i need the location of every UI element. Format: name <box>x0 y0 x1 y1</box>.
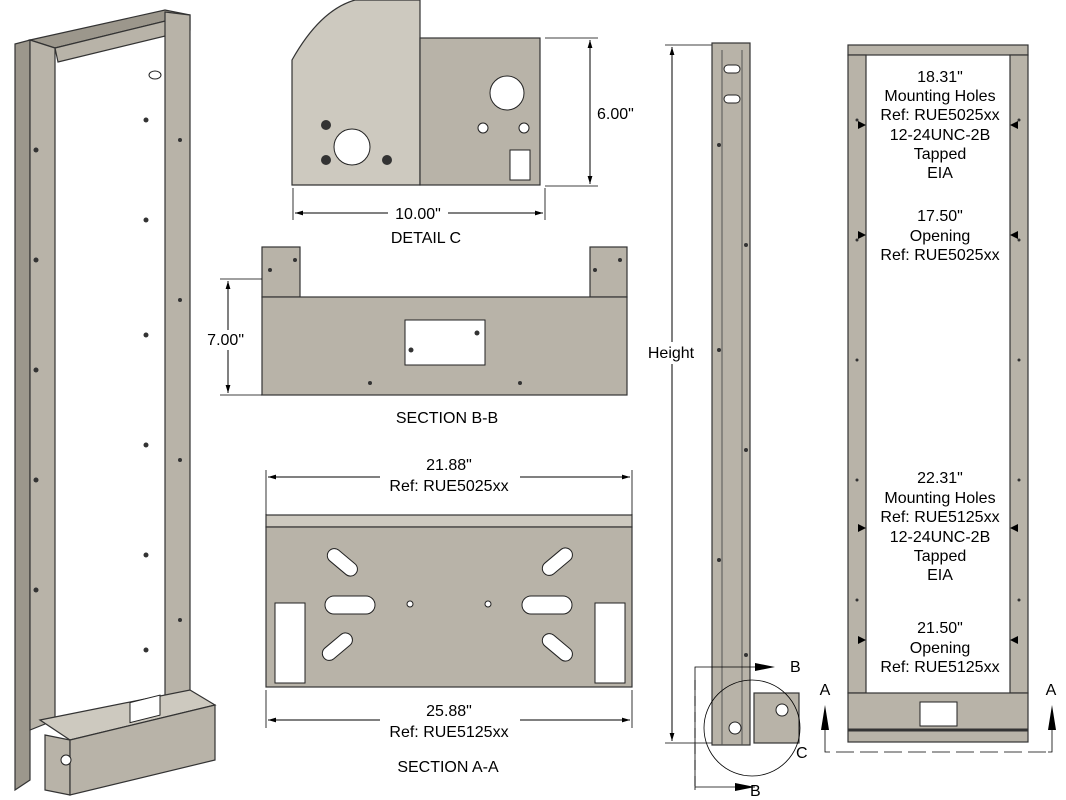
section-bb-view: 7.00" SECTION B-B <box>198 246 628 427</box>
rue5025-opening-note: 17.50" Opening Ref: RUE5025xx <box>880 208 999 264</box>
note-line: 12-24UNC-2B <box>890 529 990 546</box>
side-view: Height B B C <box>644 42 808 800</box>
note-line: 22.31" <box>917 470 963 487</box>
rue5125-opening-note: 21.50" Opening Ref: RUE5125xx <box>880 620 999 676</box>
detail-c-circle <box>703 679 801 777</box>
note-line: EIA <box>927 165 953 182</box>
note-line: Opening <box>910 640 971 657</box>
note-line: 12-24UNC-2B <box>890 127 990 144</box>
detail-c-view: 6.00" 10.00" DETAIL C <box>291 0 640 247</box>
note-line: Opening <box>910 228 971 245</box>
detail-c-height-dim: 6.00" <box>597 106 634 123</box>
note-line: Mounting Holes <box>884 88 995 105</box>
note-line: EIA <box>927 567 953 584</box>
note-line: Mounting Holes <box>884 490 995 507</box>
note-line: 17.50" <box>917 208 963 225</box>
section-bb-title: SECTION B-B <box>396 410 498 427</box>
note-line: Tapped <box>914 548 967 565</box>
height-label: Height <box>648 345 695 362</box>
note-line: Ref: RUE5025xx <box>880 107 999 124</box>
detail-c-width-dim: 10.00" <box>395 206 441 223</box>
note-line: Tapped <box>914 146 967 163</box>
note-line: 18.31" <box>917 69 963 86</box>
note-line: Ref: RUE5125xx <box>880 659 999 676</box>
base-cover-plate <box>129 694 161 724</box>
section-aa-bottom-dim: 25.88" <box>426 703 472 720</box>
isometric-rack-view <box>14 9 217 796</box>
section-aa-top-dim: 21.88" <box>426 457 472 474</box>
detail-c-label: C <box>796 745 808 762</box>
section-a-label-right: A <box>1046 682 1057 699</box>
rue5025-mounting-holes-note: 18.31" Mounting Holes Ref: RUE5025xx 12-… <box>880 69 999 182</box>
section-b-label-top: B <box>790 659 801 676</box>
detail-c-title: DETAIL C <box>391 230 461 247</box>
note-line: Ref: RUE5125xx <box>880 509 999 526</box>
section-aa-view: 21.88" Ref: RUE5025xx 25.88" Ref: RUE512… <box>265 455 633 776</box>
section-aa-title: SECTION A-A <box>397 759 499 776</box>
section-aa-top-ref: Ref: RUE5025xx <box>389 478 508 495</box>
section-aa-bottom-ref: Ref: RUE5125xx <box>389 724 508 741</box>
note-line: 21.50" <box>917 620 963 637</box>
front-view: 18.31" Mounting Holes Ref: RUE5025xx 12-… <box>820 44 1057 753</box>
rue5125-mounting-holes-note: 22.31" Mounting Holes Ref: RUE5125xx 12-… <box>880 470 999 584</box>
note-line: Ref: RUE5025xx <box>880 247 999 264</box>
section-bb-height-dim: 7.00" <box>207 332 244 349</box>
section-a-label-left: A <box>820 682 831 699</box>
section-b-label-bottom: B <box>750 783 761 800</box>
